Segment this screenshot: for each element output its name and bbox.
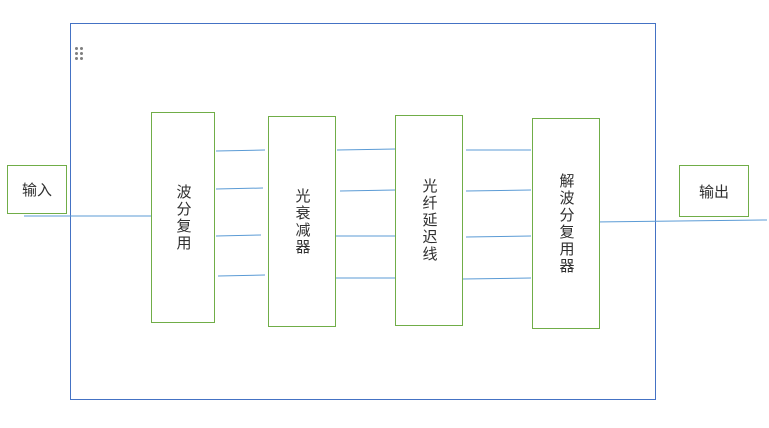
node-input[interactable]: 输入	[7, 165, 67, 214]
edge-delay-demux-2	[465, 189, 532, 192]
edge-attenuator-delay-1	[336, 148, 397, 151]
edge-demux-output	[593, 219, 768, 223]
node-wdm-label: 波分复用	[174, 183, 193, 252]
node-attenuator[interactable]: 光衰减器	[268, 116, 336, 327]
node-output[interactable]: 输出	[679, 165, 749, 217]
node-wdm[interactable]: 波分复用	[151, 112, 215, 323]
edge-delay-demux-4	[462, 277, 532, 280]
node-output-label: 输出	[698, 182, 729, 201]
node-delay-line[interactable]: 光纤延迟线	[395, 115, 463, 326]
node-input-label: 输入	[21, 181, 52, 199]
node-demux[interactable]: 解波分复用器	[532, 118, 600, 329]
edge-attenuator-delay-2	[339, 189, 397, 192]
edge-wdm-attenuator-4	[217, 274, 266, 277]
node-demux-label: 解波分复用器	[557, 172, 576, 275]
edge-wdm-attenuator-1	[215, 149, 266, 152]
drag-handle-icon[interactable]	[75, 47, 85, 61]
edge-wdm-attenuator-2	[215, 187, 264, 190]
container-frame	[70, 23, 656, 400]
node-attenuator-label: 光衰减器	[293, 187, 312, 256]
edge-delay-demux-3	[465, 235, 532, 238]
edge-wdm-attenuator-3	[215, 234, 262, 237]
node-delay-line-label: 光纤延迟线	[420, 178, 439, 263]
